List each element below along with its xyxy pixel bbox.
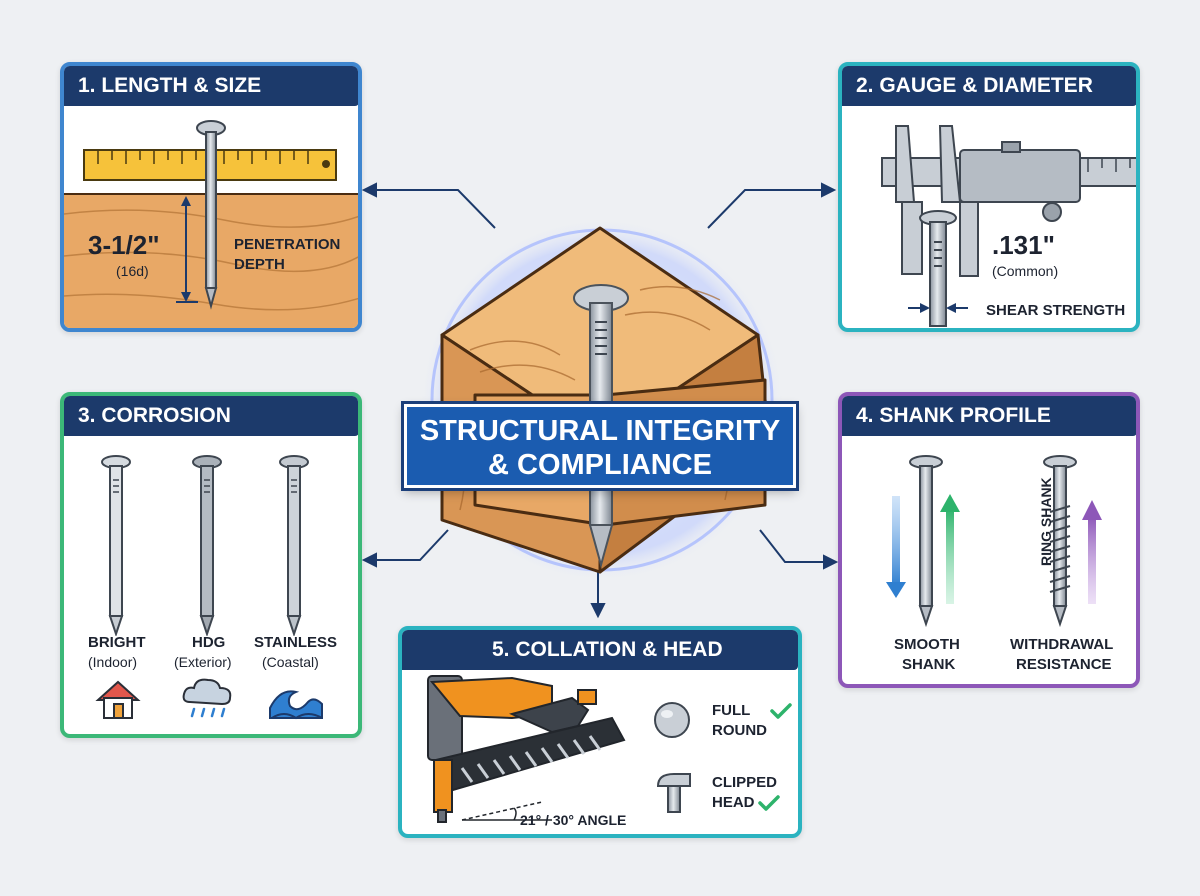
smooth-shank-label-2: SHANK xyxy=(902,656,956,673)
corrosion-note-1: (Exterior) xyxy=(174,654,232,670)
panel-body: RING SHANK SMOOTH SHANK WITHDRAWAL RESIS… xyxy=(842,436,1136,684)
corrosion-name-1: HDG xyxy=(192,634,226,651)
panel-title: 5. COLLATION & HEAD xyxy=(402,630,798,670)
center-title-line-1: STRUCTURAL INTEGRITY xyxy=(419,415,781,447)
full-round-head-icon xyxy=(654,702,690,738)
panel-gauge-diameter: 2. GAUGE & DIAMETER xyxy=(838,62,1140,332)
clipped-head-icon xyxy=(656,773,691,813)
panel-shank-profile: 4. SHANK PROFILE xyxy=(838,392,1140,688)
withdrawal-label-2: RESISTANCE xyxy=(1016,656,1112,673)
length-value: 3-1/2" xyxy=(88,230,160,260)
diameter-value: .131" xyxy=(992,230,1055,260)
panel-collation-head: 5. COLLATION & HEAD xyxy=(398,626,802,838)
corrosion-note-2: (Coastal) xyxy=(262,654,319,670)
panel-body: 21° / 30° ANGLE FULL ROUND CLIPPED HEAD xyxy=(402,670,798,834)
rain-cloud-icon xyxy=(182,678,232,718)
penetration-label-2: DEPTH xyxy=(234,256,285,273)
panel-title: 3. CORROSION RESISTANCE xyxy=(64,396,358,467)
panel-corrosion-resistance: 3. CORROSION RESISTANCE xyxy=(60,392,362,738)
check-icon xyxy=(758,795,780,811)
panel-title: 4. SHANK PROFILE xyxy=(842,396,1136,436)
house-icon xyxy=(95,680,141,719)
corrosion-name-0: BRIGHT xyxy=(88,634,146,651)
clipped-head-label-1: CLIPPED xyxy=(712,774,778,791)
connector-arrows xyxy=(361,182,839,619)
check-icon xyxy=(770,703,792,719)
panel-title: 2. GAUGE & DIAMETER xyxy=(842,66,1136,106)
panel-title: 1. LENGTH & SIZE xyxy=(64,66,358,106)
penetration-label-1: PENETRATION xyxy=(234,236,341,253)
corrosion-name-2: STAINLESS xyxy=(254,634,338,651)
full-round-label-1: FULL xyxy=(712,702,751,719)
caliper-illustration xyxy=(881,125,1136,327)
corrosion-note-0: (Indoor) xyxy=(88,654,138,670)
three-nails xyxy=(101,455,309,636)
clipped-head-label-2: HEAD xyxy=(712,794,755,811)
panel-body: 3-1/2" (16d) PENETRATION DEPTH xyxy=(64,106,358,328)
ring-shank-label: RING SHANK xyxy=(1038,477,1054,566)
full-round-label-2: ROUND xyxy=(712,722,767,739)
center-title-line-2: & COMPLIANCE xyxy=(488,449,712,481)
panel-body: BRIGHT (Indoor) HDG (Exterior) STAINLESS… xyxy=(64,436,358,734)
wave-icon xyxy=(269,690,323,720)
nail-gun-illustration xyxy=(427,675,626,823)
smooth-shank-label-1: SMOOTH xyxy=(894,636,960,653)
center-title-banner: STRUCTURAL INTEGRITY & COMPLIANCE xyxy=(404,404,796,488)
panel-length-size: 1. LENGTH & SIZE xyxy=(60,62,362,332)
length-note: (16d) xyxy=(116,263,149,279)
withdrawal-label-1: WITHDRAWAL xyxy=(1010,636,1114,653)
panel-body: .131" (Common) SHEAR STRENGTH xyxy=(842,106,1136,328)
shear-strength-label: SHEAR STRENGTH xyxy=(986,302,1126,319)
shank-illustration xyxy=(886,455,1102,628)
ruler-and-wood xyxy=(64,120,358,328)
angle-label: 21° / 30° ANGLE xyxy=(520,812,627,828)
diameter-note: (Common) xyxy=(992,263,1059,279)
